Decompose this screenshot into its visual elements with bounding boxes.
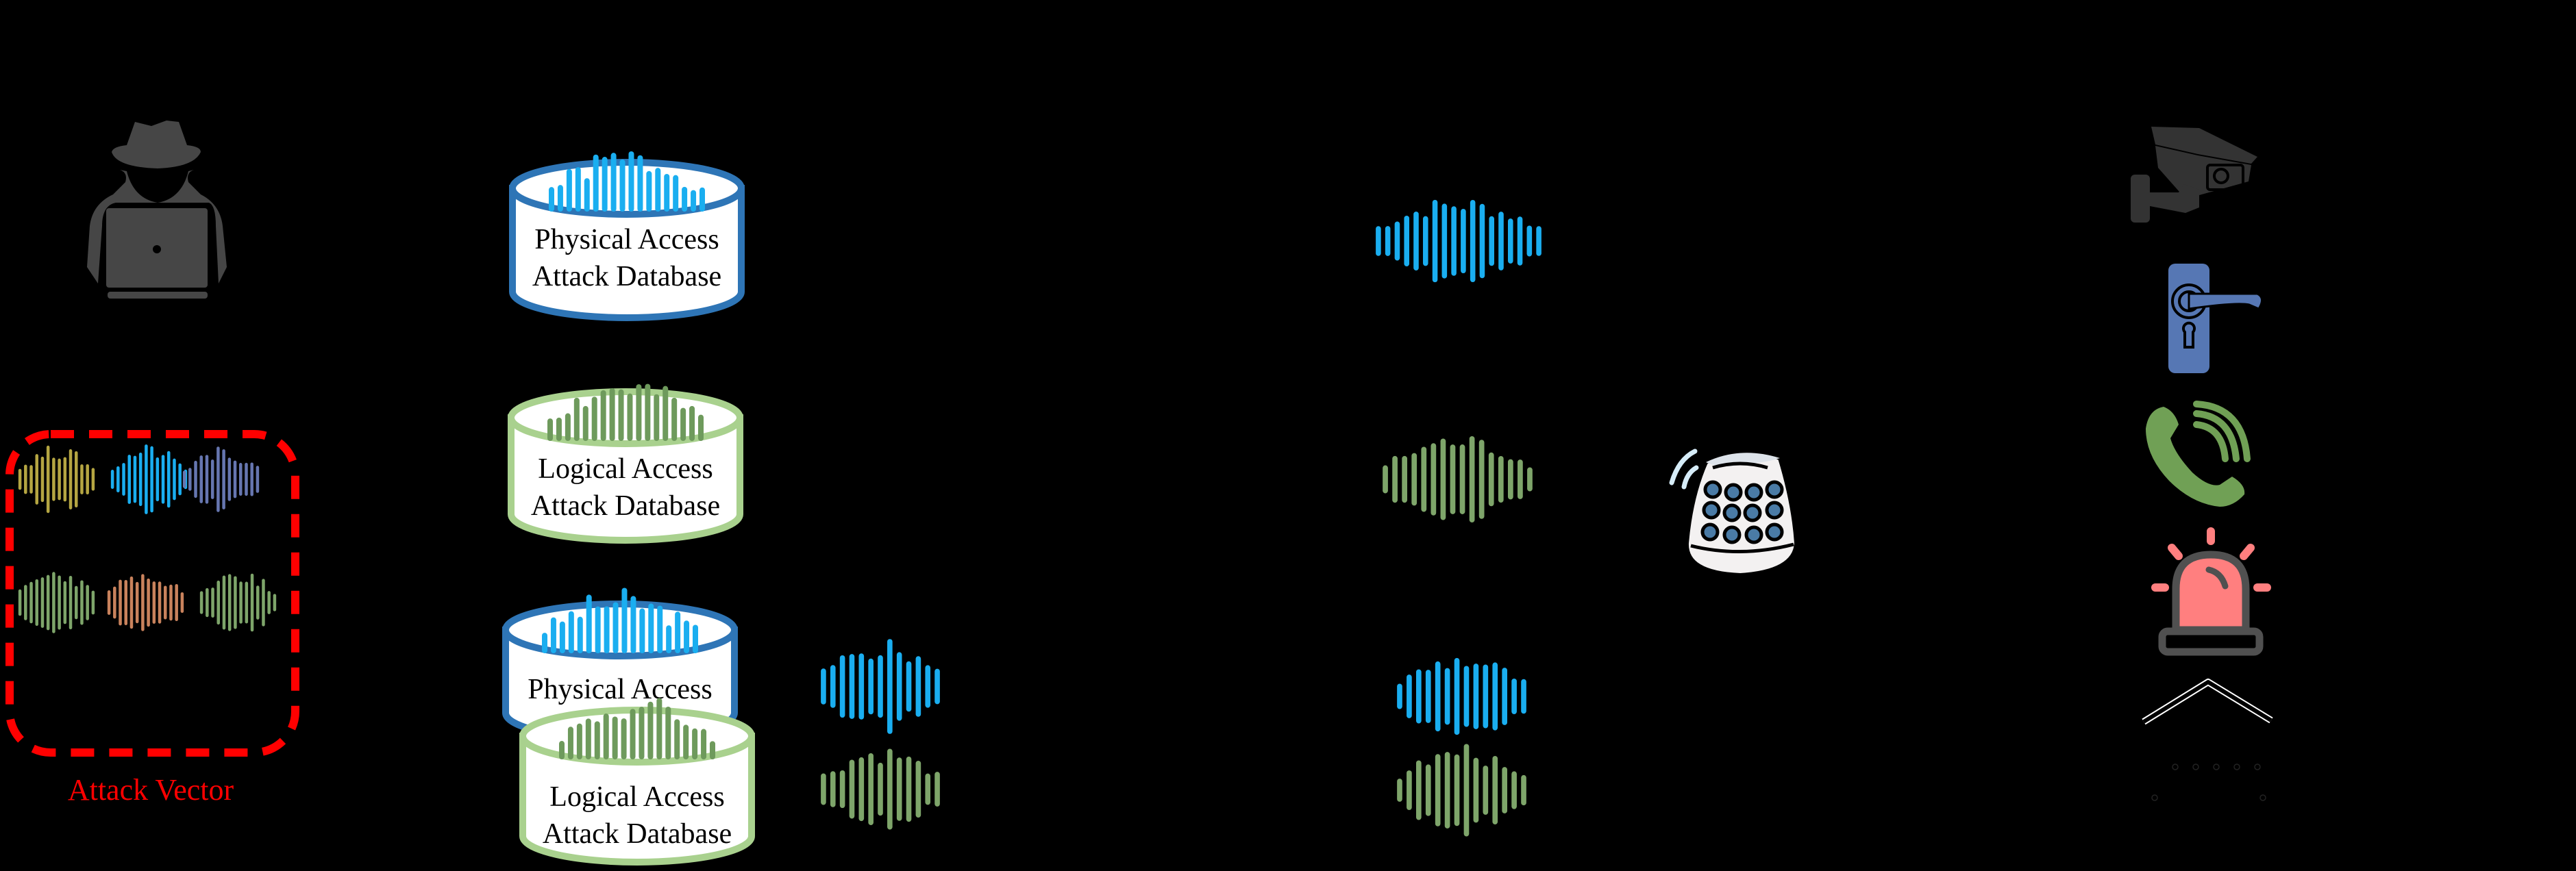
db-label-line2: Attack Database xyxy=(530,490,721,522)
db-label-line1: Physical Access xyxy=(534,224,719,255)
hacker-icon xyxy=(86,116,230,303)
db-label-line2: Attack Database xyxy=(532,261,722,292)
waveform-la-bottom xyxy=(1395,744,1528,837)
db-label-line2: Attack Database xyxy=(542,818,732,850)
logical-access-database: Logical Access Attack Database xyxy=(506,377,745,544)
waveform-pa-small xyxy=(819,639,942,734)
db-label-line1: Logical Access xyxy=(538,453,713,485)
physical-access-database: Physical Access Attack Database xyxy=(507,147,747,322)
attack-vector-label: Attack Vector xyxy=(67,773,234,807)
attack-vector-waveform xyxy=(110,444,188,514)
door-handle-icon xyxy=(2168,264,2268,373)
physical-access-database-stacked: Physical Access xyxy=(500,588,740,743)
waveform-pa-middle xyxy=(1374,197,1544,285)
alarm-siren-icon xyxy=(2151,527,2271,657)
smart-speaker-icon xyxy=(1665,442,1809,582)
phone-call-icon xyxy=(2144,401,2254,510)
security-camera-icon xyxy=(2131,127,2271,226)
bank-icon xyxy=(2141,678,2275,822)
waveform-pa-bottom xyxy=(1395,653,1528,740)
attack-vector-box xyxy=(5,430,299,757)
logical-access-database-stacked: Logical Access Attack Database xyxy=(517,695,757,866)
attack-vector-waveform xyxy=(182,445,260,514)
waveform-la-small xyxy=(819,746,942,832)
waveform-la-middle xyxy=(1380,435,1535,524)
db-label-line1: Logical Access xyxy=(549,781,725,813)
attack-vector-waveform xyxy=(17,568,96,637)
attack-vector-waveform xyxy=(17,445,96,514)
db-label-line1: Physical Access xyxy=(528,674,713,705)
attack-vector-waveform xyxy=(199,568,277,637)
attack-vector-waveform xyxy=(106,568,185,637)
